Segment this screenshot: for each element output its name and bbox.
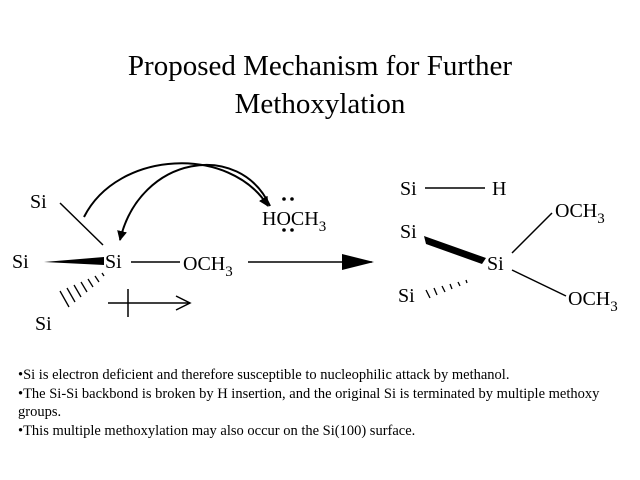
wedge-bond-product (424, 236, 486, 264)
product-si-bottom: Si (398, 285, 415, 307)
slide-title-line-2: Methoxylation (234, 88, 406, 120)
reactant-si-top: Si (30, 191, 47, 213)
bond-si-top (59, 202, 104, 246)
bond-break-arrow (108, 289, 192, 317)
bond-si-och3-top (511, 212, 553, 254)
product-och3-top: OCH3 (555, 200, 605, 227)
bond-si-och3-bottom (511, 269, 567, 297)
hash-bond-product (425, 279, 468, 299)
reactant-si-bottom: Si (35, 313, 52, 335)
curved-arrow-to-methanol (83, 162, 269, 218)
reactant-och3: OCH3 (183, 253, 233, 280)
slide-title-line-1: Proposed Mechanism for Further (127, 50, 513, 82)
curved-arrow-to-si (117, 163, 271, 241)
bullet-item: •Si is electron deficient and therefore … (18, 367, 510, 383)
hash-bond-si-bottom (59, 272, 105, 308)
product-si-center: Si (487, 253, 504, 275)
reactant-si-center: Si (105, 251, 122, 273)
wedge-bond-si-left (44, 257, 104, 265)
bullet-item: •This multiple methoxylation may also oc… (18, 422, 416, 439)
product-si-mid: Si (400, 221, 417, 243)
product-h: H (492, 178, 506, 200)
reactant-si-left: Si (12, 251, 29, 273)
product-si-top: Si (400, 178, 417, 200)
lone-pair-dots (282, 197, 294, 232)
methanol-label: HOCH3 (262, 208, 326, 235)
bullet-item: •The Si-Si backbond is broken by H inser… (18, 385, 600, 421)
bullet-list: •Si is electron deficient and therefore … (18, 366, 630, 440)
reaction-arrow-head (342, 254, 374, 270)
product-och3-bottom: OCH3 (568, 288, 618, 315)
